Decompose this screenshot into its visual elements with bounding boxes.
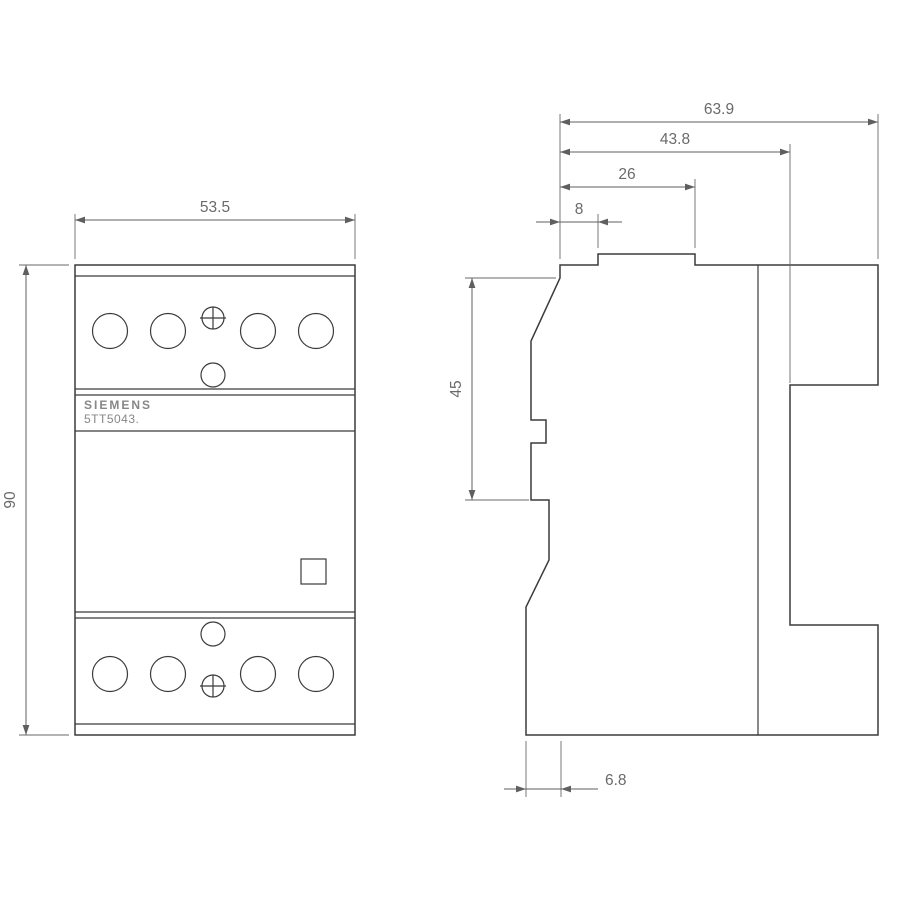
terminal-hole bbox=[297, 312, 335, 350]
arrowhead-left bbox=[560, 118, 570, 126]
dim-front-width-label: 53.5 bbox=[200, 199, 230, 216]
terminal-hole bbox=[91, 312, 129, 350]
side-body-outline bbox=[525, 253, 879, 736]
arrowhead-left bbox=[598, 218, 608, 226]
terminal-hole bbox=[239, 312, 277, 350]
brand-label: SIEMENS bbox=[84, 398, 152, 412]
terminal-hole bbox=[239, 655, 277, 693]
dim-front-width: 53.5 bbox=[74, 199, 356, 259]
dim-side-front-height: 45 bbox=[448, 277, 556, 501]
arrowhead-left bbox=[75, 216, 85, 224]
dim-rail-depth-label: 43.8 bbox=[660, 131, 690, 148]
arrowhead-up bbox=[468, 278, 476, 288]
side-view bbox=[525, 253, 879, 736]
front-view: SIEMENS 5TT5043. bbox=[74, 264, 356, 736]
terminal-hole bbox=[149, 655, 187, 693]
dim-rail-depth: 43.8 bbox=[560, 131, 791, 383]
arrowhead-right bbox=[550, 218, 560, 226]
front-body-outline bbox=[74, 264, 356, 736]
terminal-hole bbox=[149, 312, 187, 350]
dim-front-step: 8 bbox=[536, 201, 622, 248]
dim-total-depth-label: 63.9 bbox=[704, 101, 734, 118]
dim-front-height: 90 bbox=[2, 264, 69, 736]
arrowhead-down bbox=[468, 490, 476, 500]
model-label: 5TT5043. bbox=[84, 412, 139, 426]
arrowhead-down bbox=[22, 725, 30, 735]
terminal-hole bbox=[297, 655, 335, 693]
dim-side-front-height-label: 45 bbox=[448, 380, 465, 397]
arrowhead-left bbox=[560, 183, 570, 191]
screw-symbol-bottom bbox=[200, 674, 226, 698]
arrowhead-left bbox=[561, 785, 571, 793]
arrowhead-right bbox=[780, 148, 790, 156]
arrowhead-left bbox=[560, 148, 570, 156]
terminal-hole bbox=[91, 655, 129, 693]
front-bottom-terminals bbox=[91, 655, 335, 693]
screw-symbol-top bbox=[200, 306, 226, 330]
dim-upper-depth: 26 bbox=[560, 166, 696, 248]
arrowhead-right bbox=[345, 216, 355, 224]
dim-front-height-label: 90 bbox=[2, 491, 19, 509]
front-top-terminals bbox=[91, 312, 335, 350]
indicator-window bbox=[300, 558, 327, 585]
arrowhead-right bbox=[685, 183, 695, 191]
front-top-center-hole bbox=[200, 362, 226, 388]
arrowhead-right bbox=[868, 118, 878, 126]
arrowhead-up bbox=[22, 265, 30, 275]
dim-total-depth: 63.9 bbox=[559, 101, 879, 259]
front-bottom-center-hole bbox=[200, 621, 226, 647]
dim-bottom-offset-label: 6.8 bbox=[605, 772, 627, 789]
dim-upper-depth-label: 26 bbox=[618, 166, 635, 183]
dim-front-step-label: 8 bbox=[575, 201, 584, 218]
dim-bottom-offset: 6.8 bbox=[504, 741, 627, 797]
arrowhead-right bbox=[516, 785, 526, 793]
